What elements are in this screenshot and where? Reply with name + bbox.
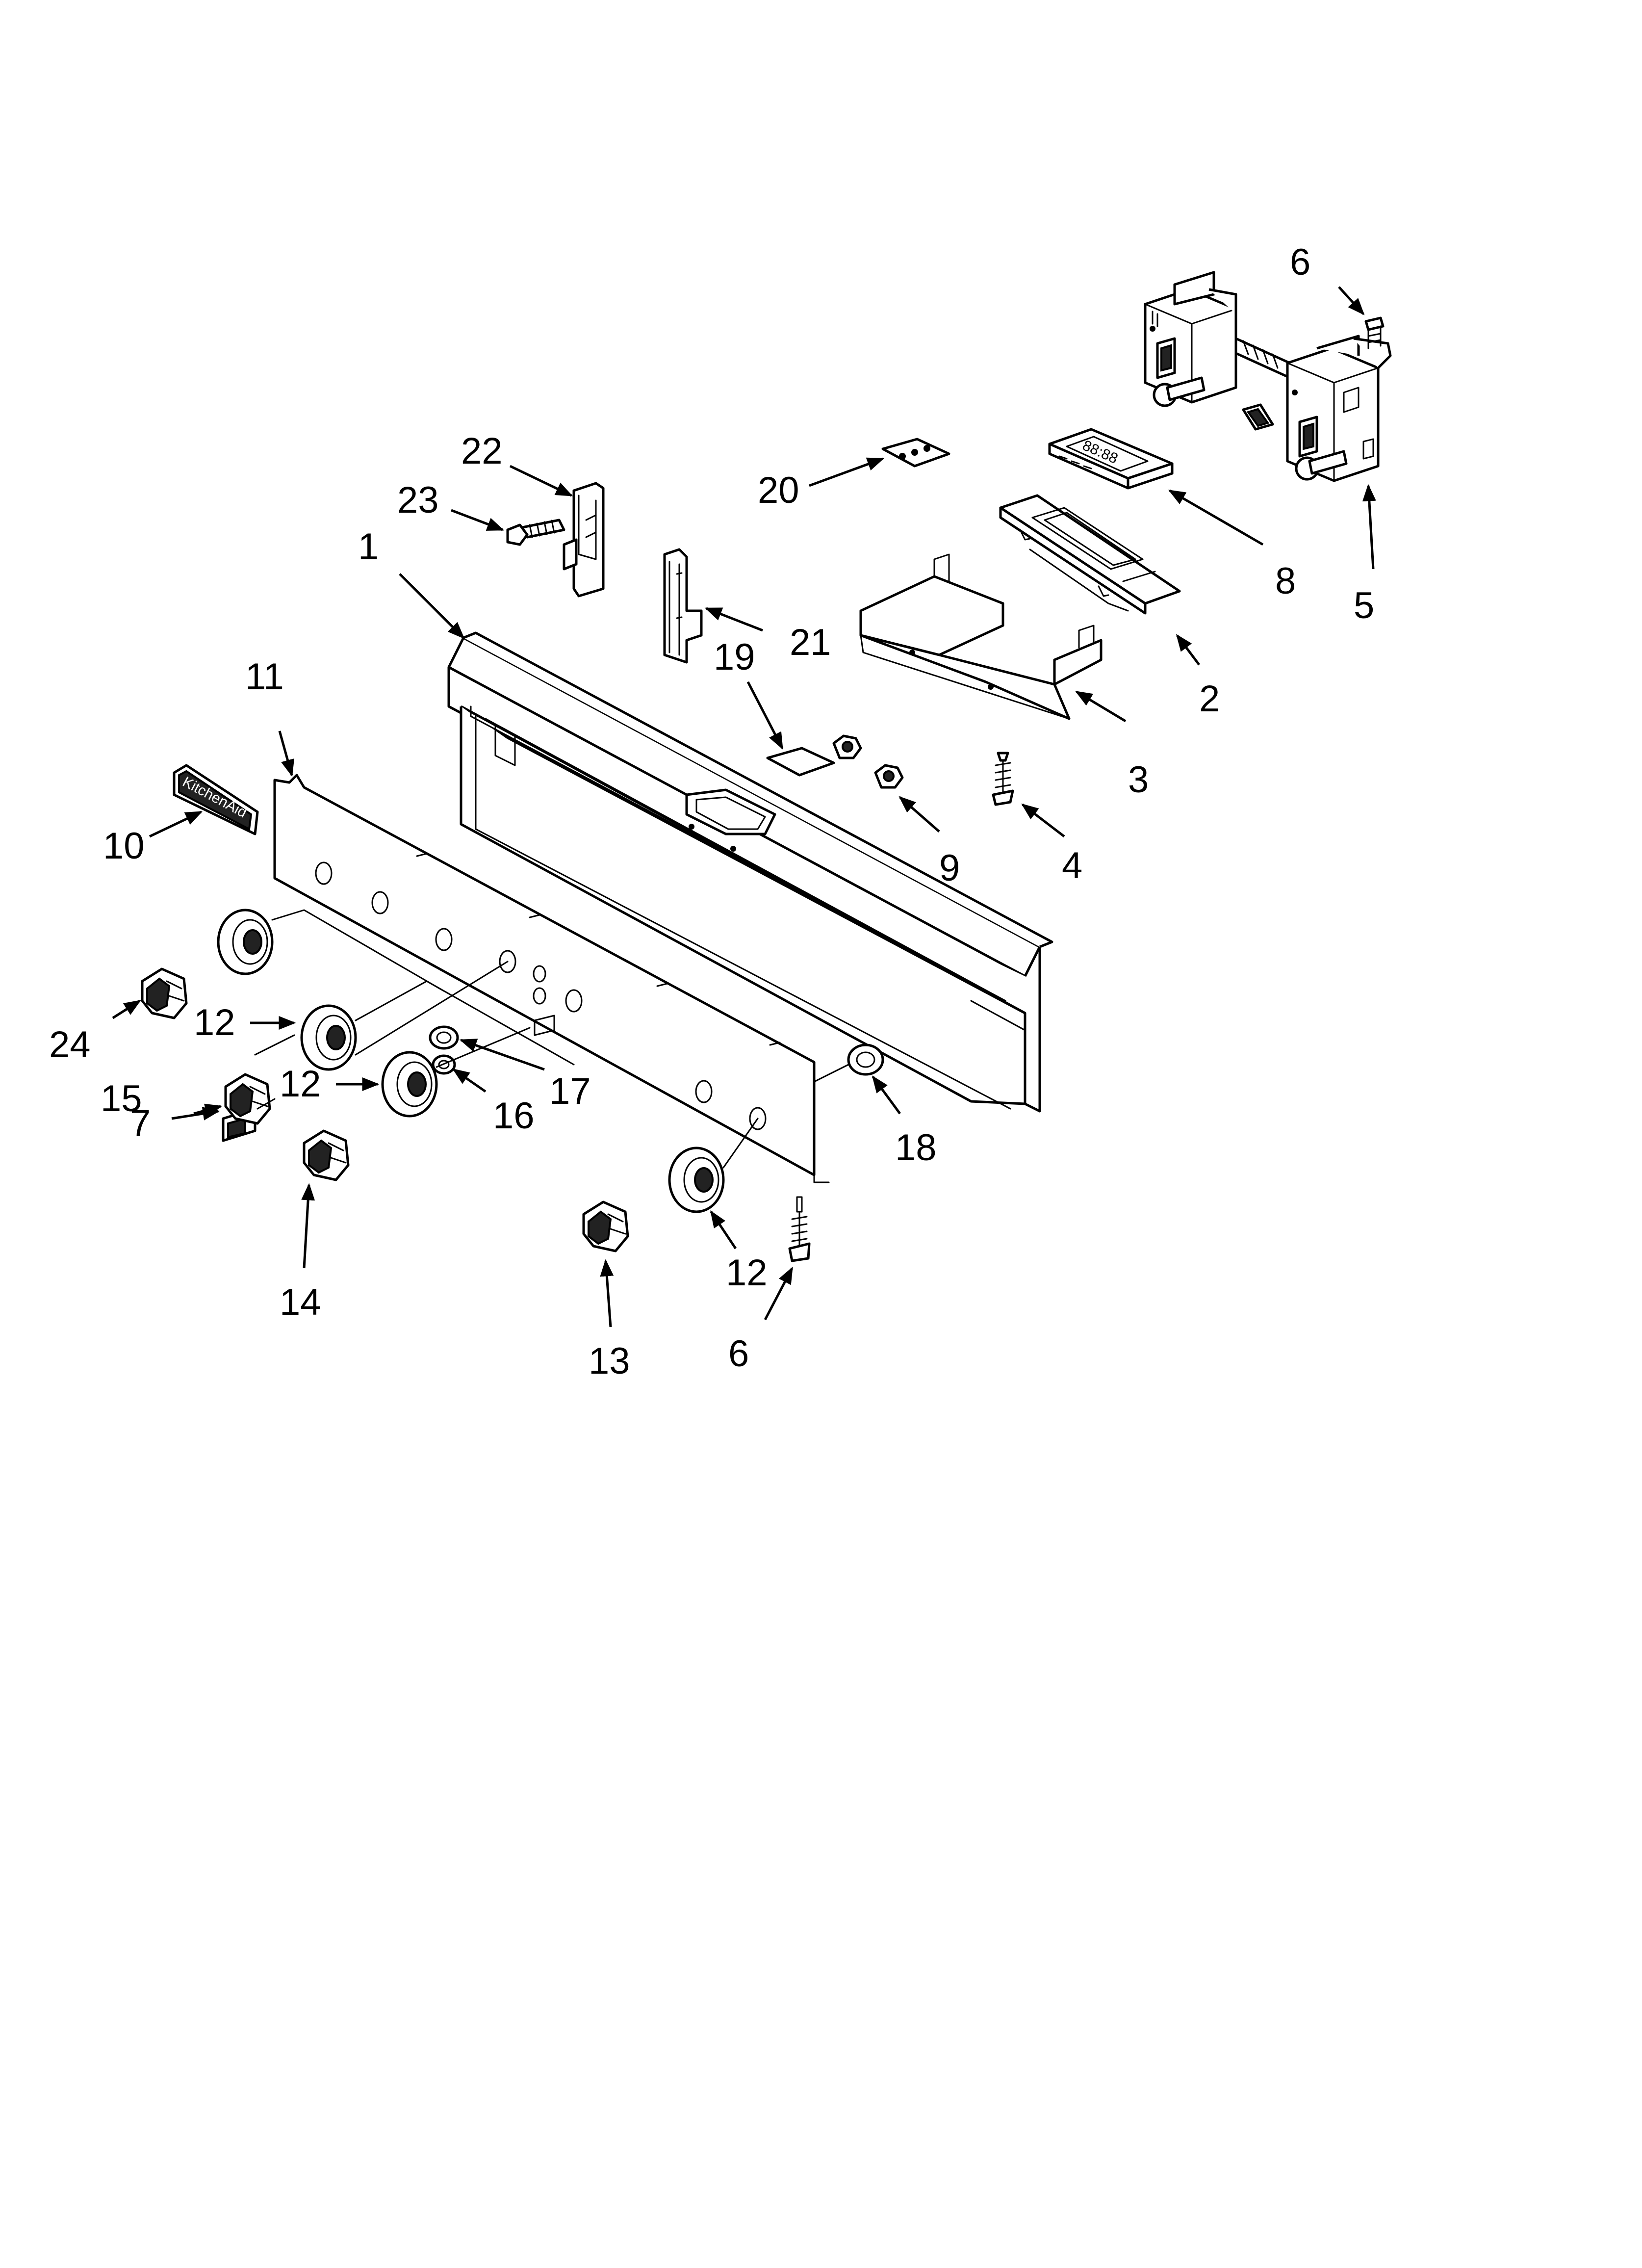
knob-bezel-12-top — [217, 909, 274, 975]
callout-1: 1 — [358, 526, 379, 568]
callout-16: 16 — [493, 1095, 535, 1137]
control-panel-housing — [447, 631, 1053, 1113]
callout-23: 23 — [397, 479, 439, 521]
screw-6-top — [1364, 316, 1385, 349]
screw-4 — [992, 752, 1014, 806]
knob-bezel-12-lower-mid — [381, 1051, 438, 1118]
oven-control-module-5 — [1144, 271, 1392, 482]
spacer-17 — [429, 1025, 459, 1050]
callout-labels: 1 2 3 4 5 6 6 7 8 9 10 11 12 12 12 13 14… — [49, 241, 1374, 1382]
callout-20: 20 — [758, 469, 799, 511]
label-20 — [881, 438, 950, 468]
mounting-bracket-21 — [663, 548, 703, 664]
callout-11: 11 — [245, 656, 284, 698]
callout-4: 4 — [1062, 845, 1082, 886]
nameplate-badge: KitchenAid — [173, 764, 259, 835]
bezel-18 — [847, 1043, 884, 1076]
knob-24 — [141, 967, 188, 1019]
leader-lines — [112, 286, 1376, 1328]
callout-22: 22 — [461, 430, 503, 472]
knob-bezel-12-upper-mid — [300, 1004, 357, 1071]
knob-13 — [582, 1200, 629, 1252]
screw-23 — [506, 519, 565, 546]
screw-6-bottom — [788, 1196, 811, 1262]
callout-21: 21 — [790, 622, 831, 663]
callout-19: 19 — [714, 636, 755, 678]
knob-14 — [303, 1129, 350, 1181]
callout-14: 14 — [280, 1281, 321, 1323]
callout-9: 9 — [939, 847, 960, 889]
callout-2: 2 — [1199, 678, 1220, 720]
callout-13: 13 — [589, 1340, 630, 1382]
callout-12-mid: 12 — [280, 1063, 321, 1105]
board-carrier-2 — [999, 494, 1181, 615]
knob-bezel-12-bottom — [668, 1147, 725, 1213]
callout-17: 17 — [549, 1070, 591, 1112]
callout-3: 3 — [1128, 759, 1149, 801]
nuts-9 — [832, 734, 904, 789]
callout-8: 8 — [1275, 560, 1296, 602]
callout-18: 18 — [895, 1127, 937, 1169]
callout-6-top: 6 — [1290, 241, 1310, 283]
knob-15 — [224, 1073, 271, 1125]
control-panel-plate — [273, 774, 830, 1183]
assembly-lines — [254, 909, 849, 1169]
callout-7: 7 — [130, 1102, 151, 1144]
heat-shield-3 — [859, 553, 1103, 720]
mounting-bracket-22 — [563, 482, 605, 598]
callout-6-bottom: 6 — [728, 1333, 749, 1375]
callout-12-top: 12 — [194, 1002, 235, 1043]
callout-10: 10 — [103, 825, 145, 867]
clock-control-board-8: 88:88 — [1048, 428, 1174, 490]
label-19 — [766, 747, 835, 777]
callout-24: 24 — [49, 1024, 91, 1066]
callout-12-bottom: 12 — [726, 1252, 768, 1294]
callout-15: 15 — [101, 1078, 142, 1120]
callout-5: 5 — [1354, 585, 1374, 626]
